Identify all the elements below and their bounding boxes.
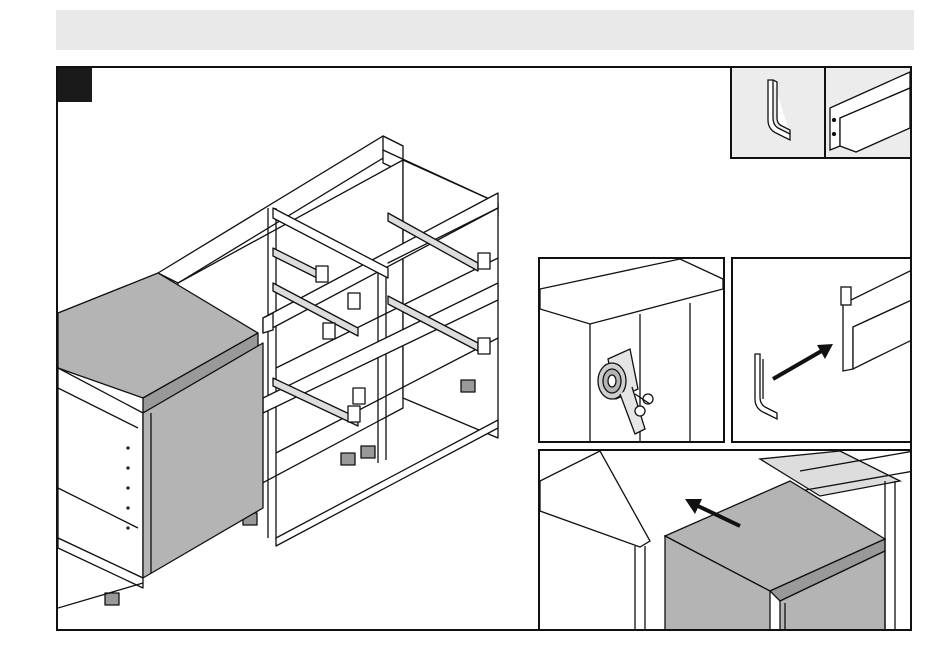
instruction-frame <box>56 66 912 631</box>
tape-roll-illustration <box>540 259 723 441</box>
bracket-part-icon <box>732 68 824 157</box>
detail-panel-slide <box>538 449 912 631</box>
page-header-bar <box>56 10 914 50</box>
parts-panel-bracket <box>730 66 826 159</box>
slide-worktop-illustration <box>540 451 912 631</box>
detail-panel-attach <box>731 257 912 443</box>
detail-panel-tape <box>538 257 725 443</box>
plinth-profile-icon <box>826 68 912 157</box>
parts-panel-profile <box>824 66 912 159</box>
attach-bracket-illustration <box>733 259 912 441</box>
